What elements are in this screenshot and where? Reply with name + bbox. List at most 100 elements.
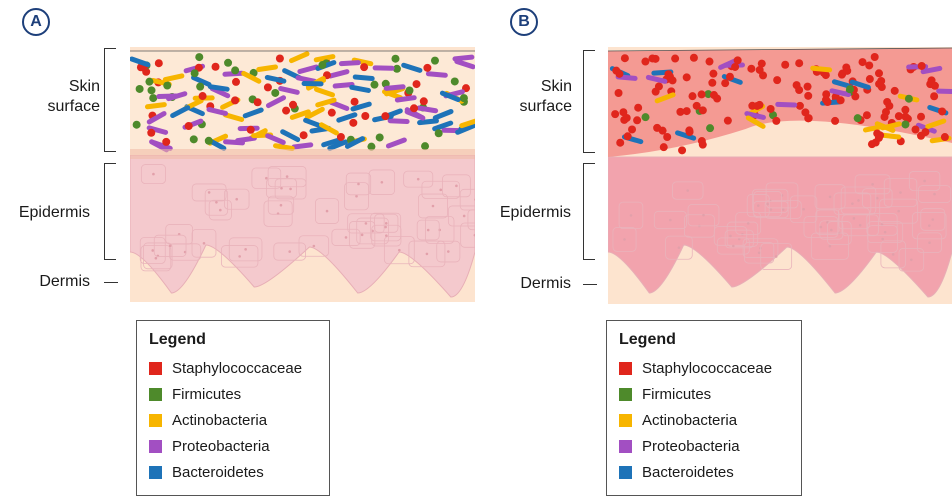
staphylococcaceae-coccus bbox=[804, 92, 812, 100]
cell-nucleus bbox=[884, 231, 887, 234]
staphylococcaceae-coccus bbox=[756, 66, 764, 74]
legend-label: Proteobacteria bbox=[172, 438, 270, 455]
firmicutes-coccus bbox=[191, 69, 199, 77]
epidermis-bracket bbox=[583, 163, 595, 260]
cell-nucleus bbox=[365, 222, 368, 225]
firmicutes-coccus bbox=[846, 85, 854, 93]
staphylococcaceae-coccus bbox=[772, 117, 780, 125]
cell-nucleus bbox=[770, 208, 773, 211]
panel-badge: B bbox=[510, 8, 538, 36]
legend-label: Proteobacteria bbox=[642, 438, 740, 455]
staphylococcaceae-coccus bbox=[921, 128, 929, 136]
cell-nucleus bbox=[357, 183, 360, 186]
panel-healthy: A Skin surface Epidermis Dermis Legend S… bbox=[0, 0, 476, 496]
cell-nucleus bbox=[355, 195, 358, 198]
cell-nucleus bbox=[853, 217, 856, 220]
cell-nucleus bbox=[851, 202, 854, 205]
staphylococcaceae-coccus bbox=[660, 143, 668, 151]
staphylococcaceae-coccus bbox=[866, 75, 874, 83]
legend-item-actinobacteria: Actinobacteria bbox=[619, 407, 789, 433]
legend-swatch bbox=[619, 388, 632, 401]
legend-label: Actinobacteria bbox=[172, 412, 267, 429]
cell-nucleus bbox=[151, 249, 154, 252]
cell-nucleus bbox=[361, 234, 364, 237]
staphylococcaceae-coccus bbox=[683, 73, 691, 81]
cell-nucleus bbox=[830, 229, 833, 232]
staphylococcaceae-coccus bbox=[705, 58, 713, 66]
legend-item-staphylococcaceae: Staphylococcaceae bbox=[619, 355, 789, 381]
legend-title: Legend bbox=[149, 331, 317, 349]
staphylococcaceae-coccus bbox=[773, 76, 781, 84]
firmicutes-coccus bbox=[435, 129, 443, 137]
cell-nucleus bbox=[732, 245, 735, 248]
cell-nucleus bbox=[385, 222, 388, 225]
staphylococcaceae-coccus bbox=[876, 131, 884, 139]
cell-nucleus bbox=[238, 255, 241, 258]
staphylococcaceae-coccus bbox=[648, 54, 656, 62]
staphylococcaceae-coccus bbox=[721, 79, 729, 87]
firmicutes-coccus bbox=[163, 82, 171, 90]
firmicutes-coccus bbox=[145, 78, 153, 86]
legend-label: Bacteroidetes bbox=[172, 464, 264, 481]
staphylococcaceae-coccus bbox=[678, 146, 686, 154]
cell-nucleus bbox=[757, 204, 760, 207]
staphylococcaceae-coccus bbox=[726, 73, 734, 81]
cell-nucleus bbox=[829, 245, 832, 248]
cell-nucleus bbox=[899, 191, 902, 194]
epidermis-label: Epidermis bbox=[481, 203, 571, 223]
cell-nucleus bbox=[155, 257, 158, 260]
staphylococcaceae-coccus bbox=[612, 67, 620, 75]
firmicutes-coccus bbox=[376, 133, 384, 141]
firmicutes-coccus bbox=[149, 94, 157, 102]
staphylococcaceae-coccus bbox=[616, 139, 624, 147]
staphylococcaceae-coccus bbox=[641, 58, 649, 66]
staphylococcaceae-coccus bbox=[147, 129, 155, 137]
staphylococcaceae-coccus bbox=[734, 56, 742, 64]
staphylococcaceae-coccus bbox=[868, 140, 876, 148]
staphylococcaceae-coccus bbox=[796, 102, 804, 110]
cell-nucleus bbox=[931, 218, 934, 221]
staphylococcaceae-coccus bbox=[410, 104, 418, 112]
staphylococcaceae-coccus bbox=[653, 124, 661, 132]
skin-surface-label: Skin surface bbox=[482, 77, 572, 117]
staphylococcaceae-coccus bbox=[685, 126, 693, 134]
legend-swatch bbox=[619, 466, 632, 479]
legend-item-firmicutes: Firmicutes bbox=[619, 381, 789, 407]
firmicutes-coccus bbox=[205, 137, 213, 145]
cell-nucleus bbox=[820, 226, 823, 229]
cell-nucleus bbox=[859, 224, 862, 227]
staphylococcaceae-coccus bbox=[199, 92, 207, 100]
staphylococcaceae-coccus bbox=[611, 110, 619, 118]
firmicutes-coccus bbox=[451, 77, 459, 85]
proteobacteria-rod bbox=[156, 93, 178, 99]
cell-nucleus bbox=[463, 215, 466, 218]
staphylococcaceae-coccus bbox=[930, 92, 938, 100]
staphylococcaceae-coccus bbox=[671, 55, 679, 63]
cell-nucleus bbox=[345, 236, 348, 239]
legend-swatch bbox=[149, 388, 162, 401]
staphylococcaceae-coccus bbox=[767, 105, 775, 113]
staphylococcaceae-coccus bbox=[254, 98, 262, 106]
legend-label: Staphylococcaceae bbox=[172, 360, 302, 377]
proteobacteria-rod bbox=[373, 65, 395, 71]
staphylococcaceae-coccus bbox=[859, 58, 867, 66]
staphylococcaceae-coccus bbox=[709, 70, 717, 78]
dermis-tick bbox=[104, 282, 118, 283]
cell-nucleus bbox=[169, 245, 172, 248]
cell-nucleus bbox=[439, 189, 442, 192]
cell-nucleus bbox=[686, 189, 689, 192]
firmicutes-coccus bbox=[224, 59, 232, 67]
cell-nucleus bbox=[702, 214, 705, 217]
staphylococcaceae-coccus bbox=[805, 114, 813, 122]
staphylococcaceae-coccus bbox=[804, 83, 812, 91]
staphylococcaceae-coccus bbox=[628, 125, 636, 133]
firmicutes-coccus bbox=[190, 135, 198, 143]
staphylococcaceae-coccus bbox=[381, 112, 389, 120]
staphylococcaceae-coccus bbox=[621, 54, 629, 62]
staphylococcaceae-coccus bbox=[837, 96, 845, 104]
staphylococcaceae-coccus bbox=[871, 53, 879, 61]
cell-nucleus bbox=[747, 222, 750, 225]
cell-nucleus bbox=[313, 245, 316, 248]
panel-dysbiosis: B Skin surface Epidermis Dermis Legend S… bbox=[476, 0, 952, 496]
cell-nucleus bbox=[923, 180, 926, 183]
